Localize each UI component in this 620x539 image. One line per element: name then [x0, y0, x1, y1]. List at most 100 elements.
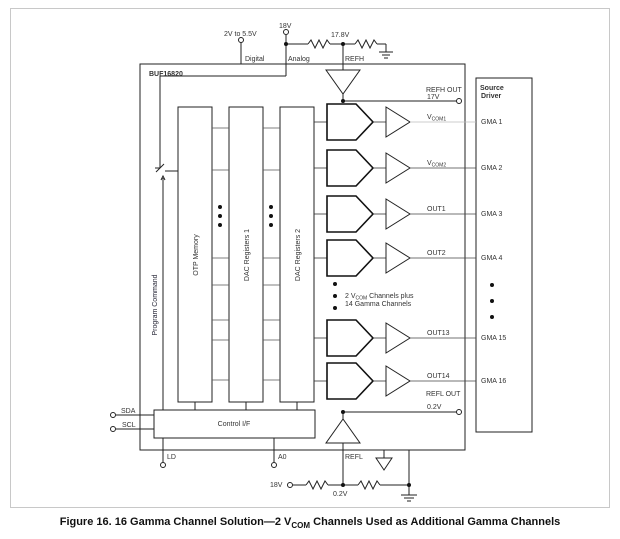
output-buffer — [385, 198, 411, 230]
refl-node-dot — [341, 483, 345, 487]
output-buffer — [385, 152, 411, 184]
chip-outline — [139, 63, 466, 451]
refh-buffer — [325, 69, 361, 95]
chip-name: BUF16820 — [149, 71, 183, 78]
source-driver-title-1: Source — [480, 85, 504, 92]
source-driver-input-label: GMA 1 — [481, 119, 503, 126]
figure-frame — [10, 8, 610, 508]
refh-node-voltage: 17.8V — [331, 32, 350, 39]
output-label: OUT1 — [427, 206, 446, 213]
ellipsis-dot — [269, 223, 273, 227]
ellipsis-dot — [333, 282, 337, 286]
ground-node-dot — [407, 483, 411, 487]
refh-node-dot — [341, 42, 345, 46]
refh-resistor-bottom — [354, 38, 378, 50]
dac-converter — [326, 103, 375, 141]
control-if-label: Control I/F — [218, 421, 251, 428]
digital-supply-terminal — [238, 37, 244, 43]
refl-resistor-bottom — [357, 479, 381, 491]
ellipsis-dot — [218, 205, 222, 209]
dac-converter — [326, 362, 375, 400]
digital-label: Digital — [245, 56, 265, 63]
source-driver-box — [475, 77, 533, 433]
ld-label: LD — [167, 454, 176, 461]
refl-supply-terminal — [287, 482, 293, 488]
refh-out-terminal — [456, 98, 462, 104]
sda-terminal — [110, 412, 116, 418]
refl-out-label: REFL OUT — [426, 391, 461, 398]
refl-node-voltage: 0.2V — [333, 491, 348, 498]
ellipsis-dot — [490, 299, 494, 303]
a0-terminal — [271, 462, 277, 468]
output-label: OUT14 — [427, 373, 450, 380]
program-command-label: Program Command — [152, 274, 159, 335]
analog-node-dot — [284, 42, 288, 46]
dac-converter — [326, 195, 375, 233]
scl-terminal — [110, 426, 116, 432]
output-label: VCOM2 — [427, 160, 446, 169]
source-driver-title-2: Driver — [481, 93, 502, 100]
source-driver-input-label: GMA 16 — [481, 378, 506, 385]
dac-registers-2-label: DAC Registers 2 — [295, 229, 302, 281]
dac-converter — [326, 239, 375, 277]
analog-supply-terminal — [283, 29, 289, 35]
ellipsis-dot — [490, 315, 494, 319]
ellipsis-dot — [333, 294, 337, 298]
otp-memory-label: OTP Memory — [193, 234, 200, 276]
refh-out-node-dot — [341, 99, 345, 103]
source-driver-input-label: GMA 2 — [481, 165, 503, 172]
source-driver-input-label: GMA 4 — [481, 255, 503, 262]
dac-converter — [326, 149, 375, 187]
caption-suffix: Channels Used as Additional Gamma Channe… — [310, 516, 561, 528]
refl-supply-voltage: 18V — [270, 482, 283, 489]
analog-label: Analog — [288, 56, 310, 63]
source-driver-input-label: GMA 3 — [481, 211, 503, 218]
program-command-arrow — [160, 174, 166, 181]
dac-converter — [326, 319, 375, 357]
output-label: OUT2 — [427, 250, 446, 257]
a0-label: A0 — [278, 454, 287, 461]
ellipsis-dot — [269, 205, 273, 209]
refl-out-node-dot — [341, 410, 345, 414]
refh-resistor-top — [307, 38, 331, 50]
scl-label: SCL — [122, 422, 136, 429]
ellipsis-dot — [490, 283, 494, 287]
control-if-block — [153, 409, 316, 439]
refl-buffer — [325, 418, 361, 444]
ellipsis-dot — [218, 223, 222, 227]
refh-out-voltage: 17V — [427, 94, 440, 101]
channel-note-line1: 2 VCOM Channels plus — [345, 293, 414, 302]
ellipsis-dot — [218, 214, 222, 218]
refl-resistor-top — [305, 479, 329, 491]
output-buffer — [385, 365, 411, 397]
sda-label: SDA — [121, 408, 136, 415]
output-label: OUT13 — [427, 330, 450, 337]
source-driver-input-label: GMA 15 — [481, 335, 506, 342]
digital-ground-symbol — [375, 457, 393, 471]
refh-label: REFH — [345, 56, 364, 63]
ellipsis-dot — [333, 306, 337, 310]
channel-note-line2: 14 Gamma Channels — [345, 301, 412, 308]
figure-caption: Figure 16. 16 Gamma Channel Solution—2 V… — [0, 516, 620, 530]
program-switch — [155, 163, 165, 173]
output-buffer — [385, 242, 411, 274]
refh-out-label: REFH OUT — [426, 87, 463, 94]
caption-prefix: Figure 16. 16 Gamma Channel Solution—2 V — [59, 516, 292, 528]
ellipsis-dot — [269, 214, 273, 218]
caption-subscript: COM — [291, 521, 311, 531]
refl-out-terminal — [456, 409, 462, 415]
digital-supply-voltage: 2V to 5.5V — [224, 31, 257, 38]
output-buffer — [385, 106, 411, 138]
refl-out-voltage: 0.2V — [427, 404, 442, 411]
refl-label: REFL — [345, 454, 363, 461]
output-buffer — [385, 322, 411, 354]
dac-registers-1-label: DAC Registers 1 — [244, 229, 251, 281]
ld-terminal — [160, 462, 166, 468]
